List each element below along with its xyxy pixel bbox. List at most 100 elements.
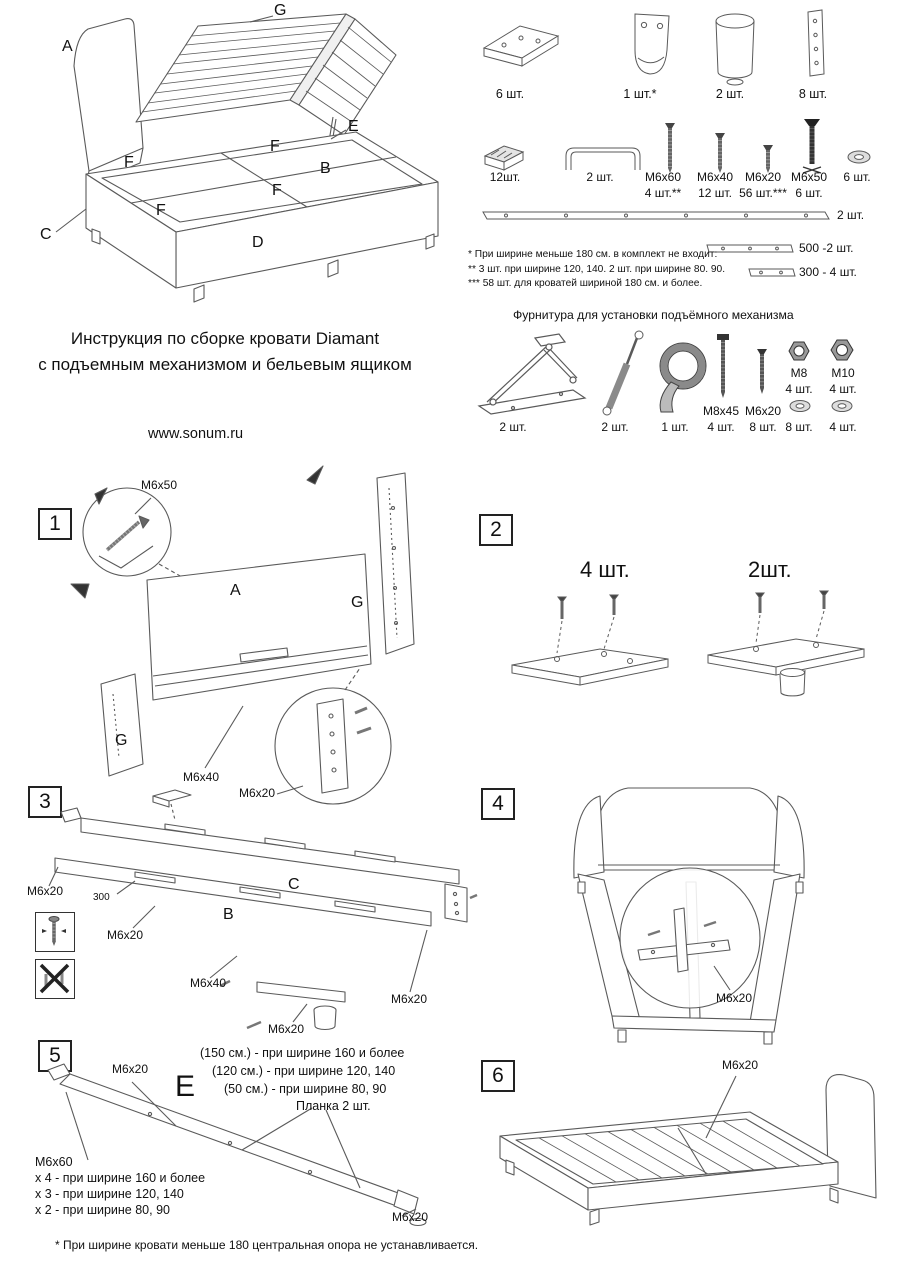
- bolt-m6x20-icon: [763, 145, 773, 173]
- step5-plank-qty: Планка 2 шт.: [296, 1099, 371, 1113]
- part-label-c: C: [40, 226, 52, 243]
- mount-plate-qty: 8 шт.: [798, 87, 828, 101]
- u-bracket-icon: [565, 147, 641, 170]
- part-label-f1: F: [124, 154, 134, 171]
- step5-m6x60-block: М6х60 х 4 - при ширине 160 и более х 3 -…: [35, 1154, 205, 1218]
- bolt-m6x40-label: М6х40: [696, 170, 734, 184]
- hardware-note-1: * При ширине меньше 180 см. в комплект н…: [468, 249, 718, 260]
- step-1-number: 1: [38, 508, 72, 540]
- step-1-drawing: [70, 465, 415, 805]
- rail-300-label: 300 - 4 шт.: [799, 265, 857, 279]
- step5-bolt-m6x20-bottom-label: М6х20: [392, 1210, 429, 1224]
- step-4-number: 4: [481, 788, 515, 820]
- bolt-m6x40-qty: 12 шт.: [698, 186, 732, 200]
- step3-bolt-m6x20-right-label: М6х20: [391, 992, 428, 1006]
- step5-option-150: (150 см.) - при ширине 160 и более: [200, 1046, 405, 1060]
- step3-rail-300-label: 300: [93, 892, 110, 903]
- bolt-m6x50-label: М6х50: [790, 170, 828, 184]
- step-4-drawing: [573, 787, 805, 1045]
- bolt-m6x50-icon: [802, 119, 822, 174]
- bolt-m8x45-icon: [717, 334, 729, 398]
- allowed-screw-icon: [35, 912, 75, 952]
- step1-part-g-right-label: G: [351, 594, 364, 611]
- step1-part-g-left-label: G: [115, 732, 128, 749]
- step1-bolt-m6x40-label: М6х40: [183, 770, 220, 784]
- bed-overview-illustration: G A E B C D F F F F: [28, 2, 463, 304]
- u-bracket-qty: 2 шт.: [586, 170, 614, 184]
- step6-bolt-m6x20-label: М6х20: [722, 1058, 759, 1072]
- strap-qty: 1 шт.: [661, 420, 689, 434]
- washer-qty: 6 шт.: [843, 170, 871, 184]
- small-corner-qty: 12шт.: [489, 170, 521, 184]
- website-url: www.sonum.ru: [148, 426, 244, 442]
- part-label-f4: F: [272, 182, 282, 199]
- step3-bolt-m6x40-label: М6х40: [190, 976, 227, 990]
- left-slat-panel-drawing: [135, 13, 356, 123]
- hardware-note-3: *** 58 шт. для кроватей шириной 180 см. …: [468, 278, 703, 289]
- bolt-m6x20-lift-icon: [757, 349, 767, 394]
- step-3-illustration: М6х20 300 М6х20 B C М6х40 М6х20 М6х20: [25, 788, 480, 1040]
- strap-icon: [659, 342, 707, 413]
- step5-option-50: (50 см.) - при ширине 80, 90: [224, 1082, 387, 1096]
- leg-cylinder-icon: [715, 13, 755, 86]
- bolt-m6x20-lift-label: М6х20: [744, 404, 782, 418]
- step5-m6x60-option-120: х 3 - при ширине 120, 140: [35, 1187, 184, 1201]
- part-label-g: G: [274, 2, 287, 19]
- part-label-f2: F: [270, 138, 280, 155]
- step5-m6x60-option-80: х 2 - при ширине 80, 90: [35, 1203, 170, 1217]
- step3-part-b-label: B: [223, 906, 234, 923]
- step1-part-a-label: A: [230, 582, 241, 599]
- nut-m8-icon: [788, 341, 810, 361]
- forbidden-screw-icon: [35, 959, 75, 999]
- hardware-list-panel: 6 шт. 1 шт.* 2 шт. 8 шт. 12шт. 2 шт. М6х…: [465, 2, 897, 447]
- bolt-m6x20-label: М6х20: [744, 170, 782, 184]
- lift-mechanism-icon: [477, 333, 587, 415]
- page-footnote: * При ширине кровати меньше 180 централь…: [55, 1238, 479, 1252]
- step4-bolt-m6x20-label: М6х20: [716, 991, 753, 1005]
- gas-strut-qty: 2 шт.: [601, 420, 629, 434]
- step-6-drawing: [499, 1074, 877, 1226]
- hardware-notes: * При ширине меньше 180 см. в комплект н…: [468, 248, 725, 292]
- part-label-b: B: [320, 160, 331, 177]
- washer-m10-icon: [831, 400, 853, 412]
- washer-m10-qty: 4 шт.: [829, 420, 857, 434]
- step1-bolt-m6x50-label: М6х50: [141, 478, 178, 492]
- title-line-2: с подъемным механизмом и бельевым ящиком: [38, 355, 412, 374]
- part-label-e: E: [348, 118, 359, 135]
- bolt-m6x60-label: М6х60: [644, 170, 682, 184]
- bolt-m8x45-qty: 4 шт.: [707, 420, 735, 434]
- step-1-illustration: М6х50 A G G М6х40 М6х20: [55, 458, 475, 810]
- step3-part-c-label: C: [288, 876, 300, 893]
- nut-m10-icon: [830, 339, 854, 361]
- step-2-number: 2: [479, 514, 513, 546]
- step5-m6x60-option-160: х 4 - при ширине 160 и более: [35, 1171, 206, 1185]
- step5-option-120: (120 см.) - при ширине 120, 140: [212, 1064, 396, 1078]
- bolt-m6x60-icon: [665, 123, 675, 173]
- nut-m8-label: М8: [790, 366, 808, 380]
- step5-bolt-m6x20-top-label: М6х20: [112, 1062, 149, 1076]
- part-label-a: A: [62, 38, 73, 55]
- central-bracket-qty: 1 шт.*: [623, 87, 657, 101]
- bolt-m8x45-label: М8х45: [702, 404, 740, 418]
- right-slat-panel-drawing: [298, 18, 397, 136]
- step3-bolt-m6x20-left-label: М6х20: [27, 884, 64, 898]
- leader-lines: [55, 15, 347, 233]
- bolt-m6x20-lift-qty: 8 шт.: [749, 420, 777, 434]
- small-corner-icon: [483, 145, 525, 171]
- step3-bolt-m6x20-mid-label: М6х20: [107, 928, 144, 942]
- storage-box-drawing: [85, 131, 439, 303]
- step-5-drawing: [47, 1063, 427, 1227]
- step-4-illustration: М6х20: [478, 770, 898, 1050]
- step-5-illustration: М6х20 E (150 см.) - при ширине 160 и бол…: [30, 1040, 475, 1252]
- step-2-illustration: 4 шт. 2шт.: [480, 545, 900, 697]
- bolt-m6x40-icon: [715, 133, 725, 173]
- document-title: Инструкция по сборке кровати Diamant с п…: [30, 326, 420, 378]
- corner-plate-2-drawing: [707, 590, 865, 697]
- washer-icon: [847, 150, 871, 164]
- long-rail-qty: 2 шт.: [837, 208, 865, 222]
- step-3-number: 3: [28, 786, 62, 818]
- lift-mechanism-qty: 2 шт.: [499, 420, 527, 434]
- mount-plate-icon: [807, 9, 825, 77]
- nut-m8-qty: 4 шт.: [785, 382, 813, 396]
